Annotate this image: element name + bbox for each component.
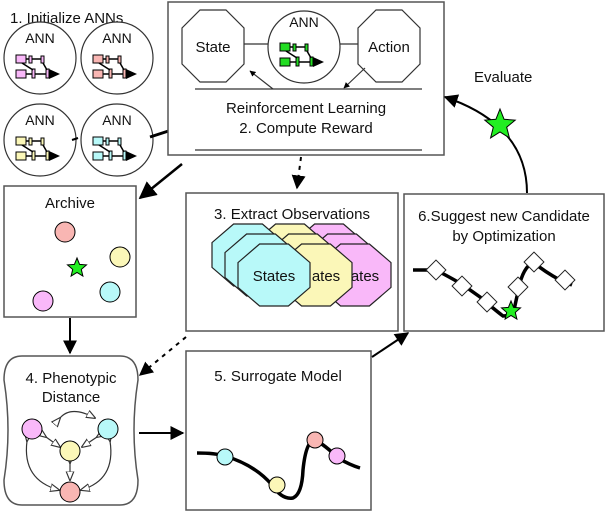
candidate-diamond xyxy=(425,259,447,281)
archive-item-yellow xyxy=(109,246,131,268)
states-label: ates xyxy=(351,268,379,285)
extract-to-distance-arrow xyxy=(138,336,187,376)
evaluate-arrow xyxy=(443,94,528,194)
ann-circle-yellow: ANN xyxy=(3,103,77,177)
phenotypic-line2: Distance xyxy=(42,389,100,406)
rl-to-archive-arrow xyxy=(138,163,183,200)
candidate-markers xyxy=(425,251,576,313)
candidate-diamond xyxy=(554,269,576,291)
extract-title: 3. Extract Observations xyxy=(214,206,370,223)
ann-network-icon xyxy=(279,42,324,67)
candidate-diamond xyxy=(476,291,498,313)
optimum-star-icon xyxy=(500,299,522,321)
archive-title: Archive xyxy=(45,195,95,212)
candidate-diamond xyxy=(523,251,545,273)
initial-ann-group: ANN ANN ANN ANN xyxy=(3,21,154,177)
ann-label: ANN xyxy=(25,112,55,128)
suggest-line1: 6.Suggest new Candidate xyxy=(418,208,590,225)
ann-network-icon xyxy=(15,54,60,79)
distance-node-pink xyxy=(21,418,43,440)
distance-node-salmon xyxy=(59,481,81,503)
rl-to-extract-arrow xyxy=(291,156,306,190)
suggest-line2: by Optimization xyxy=(452,228,555,245)
archive-star-icon xyxy=(66,256,88,278)
evaluate-star-icon xyxy=(483,107,517,139)
ann-label: ANN xyxy=(102,112,132,128)
state-label: State xyxy=(195,39,230,56)
action-label: Action xyxy=(368,39,410,56)
state-octagon xyxy=(181,9,245,83)
action-to-rl-arrow xyxy=(343,67,366,89)
rl-line1: Reinforcement Learning xyxy=(226,100,386,117)
surrogate-point-yellow xyxy=(268,476,286,494)
distance-node-yellow xyxy=(59,440,81,462)
distance-edges xyxy=(26,412,110,491)
ann-circle-cyan: ANN xyxy=(80,103,154,177)
candidate-diamond xyxy=(451,275,473,297)
ann-label: ANN xyxy=(25,30,55,46)
archive-item-pink xyxy=(32,290,54,312)
ann-network-icon xyxy=(92,54,137,79)
surrogate-point-salmon xyxy=(306,431,324,449)
candidate-diamond xyxy=(507,276,529,298)
states-label: ates xyxy=(312,268,340,285)
states-stack: ates ates States xyxy=(211,223,392,307)
states-label: States xyxy=(253,268,296,285)
archive-item-salmon xyxy=(54,221,76,243)
archive-item-cyan xyxy=(99,281,121,303)
ann-network-icon xyxy=(15,136,60,161)
ann-network-icon xyxy=(92,136,137,161)
ann-label: ANN xyxy=(102,30,132,46)
ann-circle-salmon: ANN xyxy=(80,21,154,95)
phenotypic-line1: 4. Phenotypic xyxy=(26,370,117,387)
action-octagon xyxy=(357,9,421,83)
surrogate-to-suggest-arrow xyxy=(371,332,410,358)
surrogate-point-cyan xyxy=(216,448,234,466)
rl-ann-network-icon xyxy=(279,42,324,67)
distance-node-cyan xyxy=(97,418,119,440)
ann-link xyxy=(71,137,79,141)
surrogate-point-pink xyxy=(328,447,346,465)
state-octagon-cyan xyxy=(237,243,311,307)
rl-ann-label: ANN xyxy=(289,14,319,30)
rl-to-state-arrow xyxy=(249,70,274,90)
rl-line2: 2. Compute Reward xyxy=(239,120,372,137)
surrogate-title: 5. Surrogate Model xyxy=(214,368,342,385)
ann-circle-pink: ANN xyxy=(3,21,77,95)
evaluate-label: Evaluate xyxy=(474,69,532,86)
